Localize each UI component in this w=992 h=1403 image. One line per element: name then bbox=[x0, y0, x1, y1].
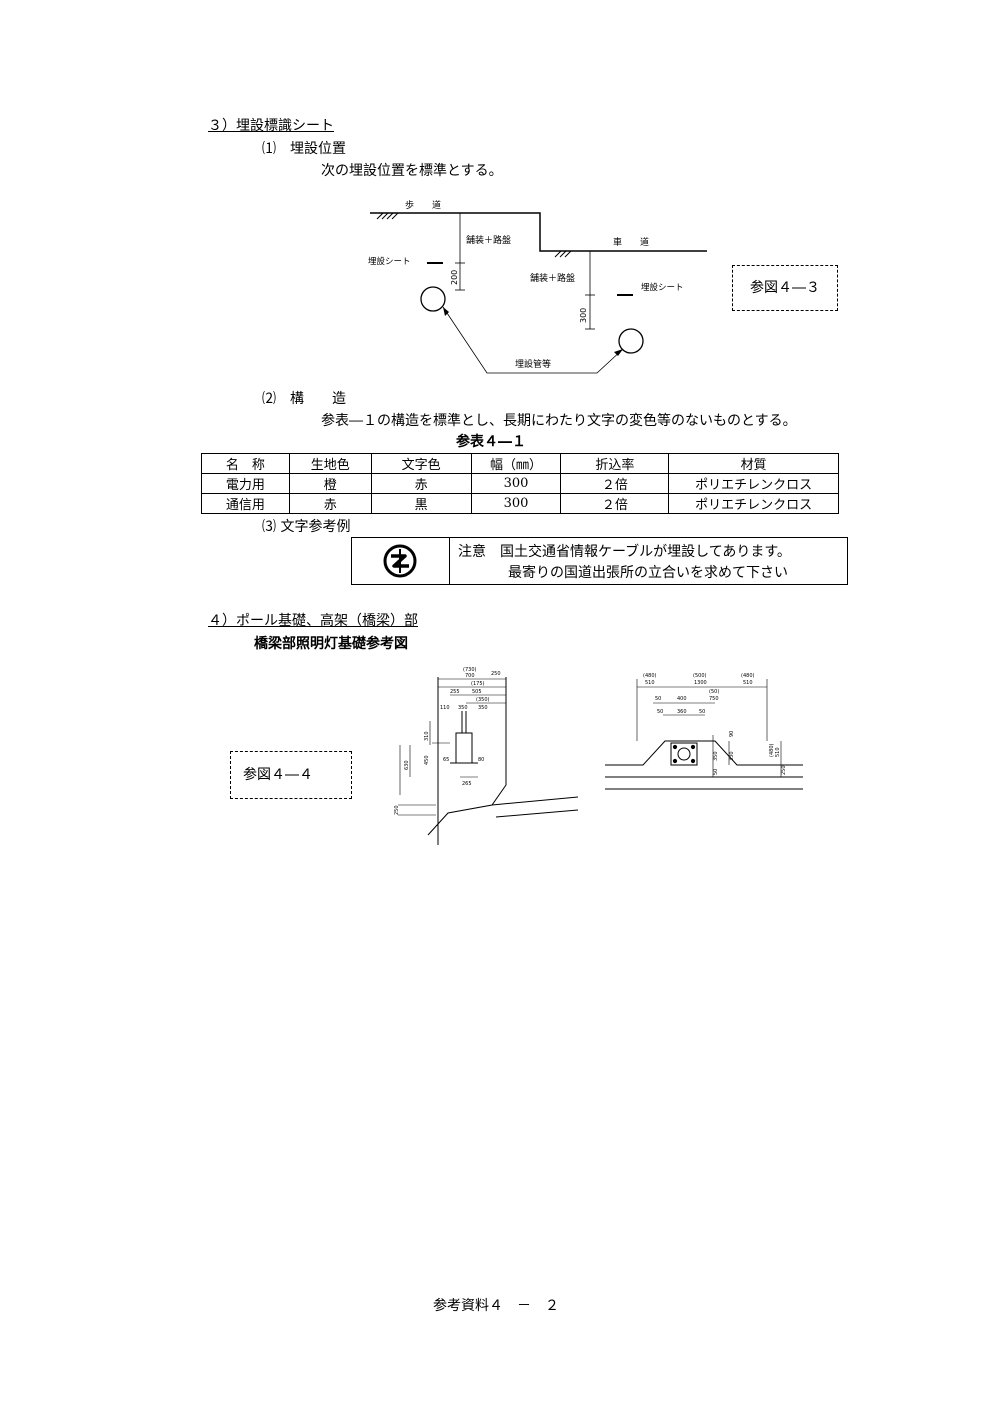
pave-label-left: 舗装＋路盤 bbox=[466, 234, 511, 246]
dim: 50 bbox=[655, 696, 661, 702]
table-cell: 赤 bbox=[370, 473, 472, 494]
dim: 330 bbox=[729, 751, 735, 761]
table-row: 通信用 赤 黒 300 ２倍 ポリエチレンクロス bbox=[201, 493, 839, 514]
table-row: 電力用 橙 赤 300 ２倍 ポリエチレンクロス bbox=[201, 473, 839, 494]
section3-heading: ３）埋設標識シート bbox=[208, 118, 334, 134]
subsection3-heading: ⑶ 文字参考例 bbox=[262, 519, 351, 535]
table-cell: ポリエチレンクロス bbox=[668, 493, 839, 514]
dim: (500) bbox=[693, 673, 706, 679]
table-header: 幅（㎜） bbox=[470, 453, 562, 474]
dim: 505 bbox=[472, 689, 482, 695]
dim: 450 bbox=[424, 755, 430, 765]
dim: 255 bbox=[450, 689, 460, 695]
spec-table: 名 称 生地色 文字色 幅（㎜） 折込率 材質 電力用 橙 赤 300 ２倍 ポ… bbox=[201, 453, 839, 514]
dim: 310 bbox=[424, 731, 430, 741]
dim: 80 bbox=[478, 757, 484, 763]
table-cell: 電力用 bbox=[201, 473, 290, 494]
warning-line1: 注意 国土交通省情報ケーブルが埋設してあります。 bbox=[458, 544, 791, 560]
dim: 110 bbox=[440, 705, 450, 711]
dim: 630 bbox=[404, 760, 410, 770]
dim: 510 bbox=[645, 680, 655, 686]
pipe-right bbox=[618, 328, 644, 354]
dim: (730) bbox=[463, 667, 476, 673]
pave-label-right: 舗装＋路盤 bbox=[530, 272, 575, 284]
page-footer: 参考資料４ － ２ bbox=[433, 1298, 559, 1314]
table-header: 材質 bbox=[668, 453, 839, 474]
dim: 360 bbox=[677, 709, 687, 715]
dim: (350) bbox=[476, 697, 489, 703]
dim: 350 bbox=[713, 751, 719, 761]
subsection1-heading: ⑴ 埋設位置 bbox=[262, 141, 346, 157]
table-header: 生地色 bbox=[288, 453, 372, 474]
dim: 700 bbox=[465, 673, 475, 679]
dim: 510 bbox=[775, 747, 781, 757]
dim: 90 bbox=[729, 731, 735, 737]
table-cell: ２倍 bbox=[560, 473, 670, 494]
table-cell: ポリエチレンクロス bbox=[668, 473, 839, 494]
subsection1-text: 次の埋設位置を標準とする。 bbox=[321, 163, 503, 179]
table-cell: 通信用 bbox=[201, 493, 290, 514]
warning-example-box: 注意 国土交通省情報ケーブルが埋設してあります。 最寄りの国道出張所の立合いを求… bbox=[351, 537, 848, 585]
table-header-row: 名 称 生地色 文字色 幅（㎜） 折込率 材質 bbox=[201, 453, 839, 474]
dim: (480) bbox=[643, 673, 656, 679]
dim: (50) bbox=[709, 689, 719, 695]
deck-foundation-drawing: (480) 510 (500) 1300 (480) 510 (50) 750 … bbox=[605, 673, 803, 790]
table-cell: ２倍 bbox=[560, 493, 670, 514]
section4-heading: ４）ポール基礎、高架（橋梁）部 bbox=[208, 613, 418, 629]
dim: (480) bbox=[769, 744, 775, 757]
dim: 750 bbox=[709, 696, 719, 702]
dim: 350 bbox=[478, 705, 488, 711]
sidewalk-label: 歩 道 bbox=[405, 199, 441, 211]
dim: 350 bbox=[458, 705, 468, 711]
dim: 1300 bbox=[694, 680, 707, 686]
table-header: 文字色 bbox=[370, 453, 472, 474]
dim: 50 bbox=[713, 769, 719, 775]
table-header: 名 称 bbox=[201, 453, 290, 474]
dim: 265 bbox=[462, 781, 472, 787]
dim-200: 200 bbox=[450, 270, 459, 285]
dim-300: 300 bbox=[579, 308, 588, 323]
table-cell: 赤 bbox=[288, 493, 372, 514]
dim: 65 bbox=[443, 757, 449, 763]
dim: 510 bbox=[743, 680, 753, 686]
roadway-label: 車 道 bbox=[613, 236, 649, 248]
dim: (480) bbox=[741, 673, 754, 679]
subsection2-heading: ⑵ 構 造 bbox=[262, 391, 346, 407]
pier-foundation-drawing: (730) 700 250 (175) 255 505 (350) 350 11… bbox=[394, 667, 579, 845]
table-title: 参表４―１ bbox=[456, 434, 526, 450]
table-cell: 黒 bbox=[370, 493, 472, 514]
pipes-label: 埋設管等 bbox=[515, 358, 551, 370]
dim: (175) bbox=[471, 681, 484, 687]
dim: 250 bbox=[781, 765, 787, 775]
burial-position-diagram: 歩 道 車 道 舗装＋路盤 200 埋設シート 舗装＋路盤 300 埋設シート … bbox=[368, 199, 707, 374]
warning-line2: 最寄りの国道出張所の立合いを求めて下さい bbox=[508, 565, 788, 581]
mlit-emblem-icon bbox=[383, 544, 417, 578]
dim: 250 bbox=[394, 805, 400, 815]
sheet-label-right: 埋設シート bbox=[641, 282, 684, 293]
subsection2-text: 参表―１の構造を標準とし、長期にわたり文字の変色等のないものとする。 bbox=[321, 413, 797, 429]
sheet-label-left: 埋設シート bbox=[368, 256, 411, 267]
dim: 50 bbox=[657, 709, 663, 715]
table-header: 折込率 bbox=[560, 453, 670, 474]
dim: 50 bbox=[699, 709, 705, 715]
table-cell: 橙 bbox=[288, 473, 372, 494]
dim: 250 bbox=[491, 671, 501, 677]
dim: 400 bbox=[677, 696, 687, 702]
table-cell: 300 bbox=[470, 493, 562, 514]
ref-fig-4-3: 参図４―３ bbox=[732, 265, 838, 311]
ref-fig-4-4: 参図４―４ bbox=[230, 751, 352, 799]
section4-subtitle: 橋梁部照明灯基礎参考図 bbox=[254, 636, 408, 652]
pipe-left bbox=[420, 286, 446, 312]
table-cell: 300 bbox=[470, 473, 562, 494]
